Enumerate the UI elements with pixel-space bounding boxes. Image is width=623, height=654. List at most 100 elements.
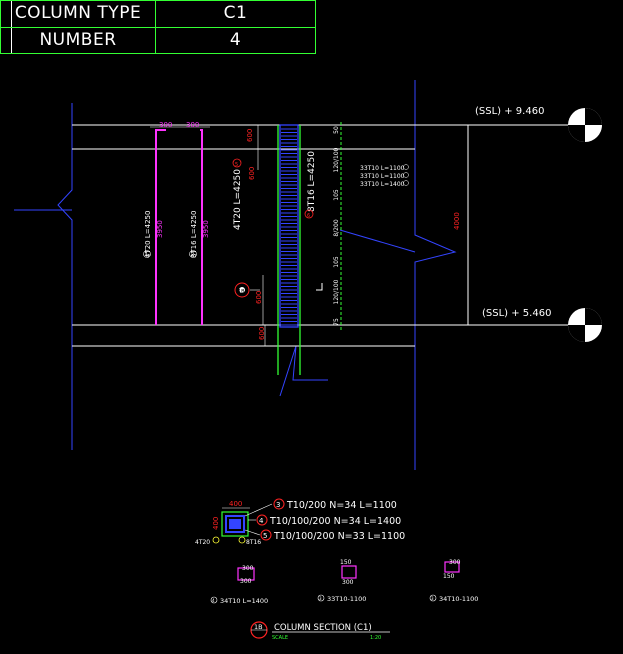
- link-detail-1-d1: 300: [242, 565, 254, 572]
- right-wall-outline: [414, 80, 457, 470]
- row-column-type: COLUMN TYPE C1: [1, 1, 315, 28]
- scale-label: SCALE: [272, 635, 288, 641]
- section-bar-left: 4T20: [195, 539, 210, 546]
- section-mark-r: [238, 536, 246, 544]
- section-bars: [229, 519, 241, 529]
- main-8t16-label: 8T16 L=4250: [307, 151, 317, 212]
- bar-mark-5: [232, 158, 242, 168]
- schedule-mark-2: [403, 172, 409, 178]
- starter-8t16-length: 3950: [202, 220, 210, 238]
- bar-mark-2: [189, 250, 197, 258]
- starter-4t20-label: 4T20 L=4250: [144, 211, 152, 258]
- link-detail-2-mark-text: 3: [319, 596, 322, 601]
- link-spacing-label: 105: [333, 256, 340, 268]
- main-4t20-label: 4T20 L=4250: [233, 169, 243, 230]
- note-3-mark: 3: [276, 501, 280, 509]
- note-5: 5 T10/100/200 N=33 L=1100: [260, 529, 405, 542]
- link-detail-2-d2: 300: [342, 579, 354, 586]
- table-divider: [155, 1, 156, 53]
- slab-width-2: 300: [186, 121, 199, 129]
- note-5-text: T10/100/200 N=33 L=1100: [273, 531, 405, 542]
- dim-bot-text: 600: [258, 327, 266, 340]
- section-width: 400: [229, 500, 242, 508]
- starter-4t20-length: 3950: [156, 220, 164, 238]
- column-section: 400 400 4T20 8T16 3 T10/200 N=34 L=1100 …: [195, 498, 405, 546]
- note-4-mark: 4: [259, 517, 264, 525]
- bar-mark-1: [143, 250, 151, 258]
- row-number: NUMBER 4: [1, 28, 315, 54]
- link-schedule-2: 33T10 L=1100: [360, 173, 405, 180]
- starter-bar-8t16: [200, 129, 203, 325]
- right-break-line: [339, 229, 416, 253]
- number-value: 4: [229, 30, 242, 50]
- link-detail-3-shape: [444, 561, 460, 573]
- link-detail-2-mark: [317, 594, 325, 602]
- leader-5: [244, 529, 261, 536]
- column-schedule-table: COLUMN TYPE C1 NUMBER 4: [0, 0, 316, 54]
- bar-mark-6: [304, 209, 314, 219]
- section-cut-marker: 1B: [234, 282, 260, 298]
- leader-3: [244, 503, 273, 517]
- note-3-text: T10/200 N=34 L=1100: [286, 500, 397, 511]
- title-text: COLUMN SECTION (C1): [274, 623, 372, 633]
- link-spacing-label: 120/100: [333, 279, 340, 304]
- starter-4t20-label-group: 4T20 L=4250 3950: [144, 211, 164, 258]
- column-elevation: 300 300 4T20 L=4250 3950 8T16 L=4250 395…: [14, 80, 602, 470]
- section-mark-l: [212, 536, 220, 544]
- column-type-value: C1: [223, 3, 248, 23]
- level-height-text: 4000: [453, 212, 461, 230]
- title-mark: 1B: [254, 623, 263, 631]
- bar-mark-5-text: 5: [235, 162, 238, 168]
- link-detail-3-d2: 150: [443, 573, 455, 580]
- link-detail-3-label: 34T10-1100: [439, 595, 478, 603]
- note-5-mark: 5: [263, 532, 267, 540]
- link-schedule-3: 33T10 L=1400: [360, 181, 405, 188]
- link-detail-2-d1: 150: [340, 559, 352, 566]
- link-spacing-label: 120/100: [333, 147, 340, 172]
- bottom-level-symbol: [568, 308, 602, 342]
- link-spacing-label: 50: [333, 126, 340, 134]
- link-detail-1-label: 34T10 L=1400: [220, 597, 268, 605]
- section-depth: 400: [212, 517, 220, 530]
- link-spacing-label: 105: [333, 189, 340, 201]
- link-detail-3: 300 150 3 34T10-1100: [429, 559, 478, 603]
- bottom-level-text: (SSL) + 5.460: [482, 308, 551, 319]
- dim-top-text: 600: [246, 129, 254, 142]
- top-level-text: (SSL) + 9.460: [475, 106, 544, 117]
- top-level-symbol: [568, 108, 602, 142]
- link-schedule-1: 33T10 L=1100: [360, 165, 405, 172]
- note-4-text: T10/100/200 N=34 L=1400: [269, 516, 401, 527]
- schedule-mark-3: [403, 180, 409, 186]
- bar-mark-6-text: 6: [307, 213, 310, 219]
- note-4: 4 T10/100/200 N=34 L=1400: [256, 514, 401, 527]
- section-outline: [221, 511, 249, 537]
- column-type-label: COLUMN TYPE: [14, 3, 142, 23]
- link-detail-1-mark: [210, 596, 218, 604]
- note-3: 3 T10/200 N=34 L=1100: [273, 498, 397, 511]
- main-8t16-group: 8T16 L=4250: [307, 151, 317, 212]
- link-detail-1-mark-text: 4: [212, 598, 215, 603]
- slab-width-1: 300: [159, 121, 172, 129]
- dim-lap-text: 600: [255, 291, 263, 304]
- schedule-mark-1: [403, 164, 409, 170]
- bar-mark-1-text: 1: [145, 252, 148, 258]
- scale-value: 1:20: [370, 635, 381, 641]
- link-detail-1-d2: 300: [240, 578, 252, 585]
- title-block: 1B COLUMN SECTION (C1) SCALE 1:20: [250, 621, 390, 641]
- link-detail-2: 150 300 3 33T10-1100: [317, 559, 366, 603]
- dim-mid-text: 600: [248, 167, 256, 180]
- section-bar-right: 8T16: [246, 539, 261, 546]
- link-detail-1-shape: [237, 567, 255, 581]
- starter-8t16-label-group: 8T16 L=4250 3950: [190, 211, 210, 258]
- section-cut-mark: 1B: [238, 289, 245, 295]
- link-detail-1: 300 300 4 34T10 L=1400: [210, 565, 268, 605]
- left-wall-outline: [57, 103, 73, 450]
- link-detail-2-shape: [341, 565, 357, 579]
- link-detail-3-mark-text: 3: [431, 596, 434, 601]
- link-detail-2-label: 33T10-1100: [327, 595, 366, 603]
- main-4t20-group: 4T20 L=4250: [233, 169, 243, 230]
- link-detail-3-mark: [429, 594, 437, 602]
- link-spacing-label: 8/200: [333, 219, 340, 236]
